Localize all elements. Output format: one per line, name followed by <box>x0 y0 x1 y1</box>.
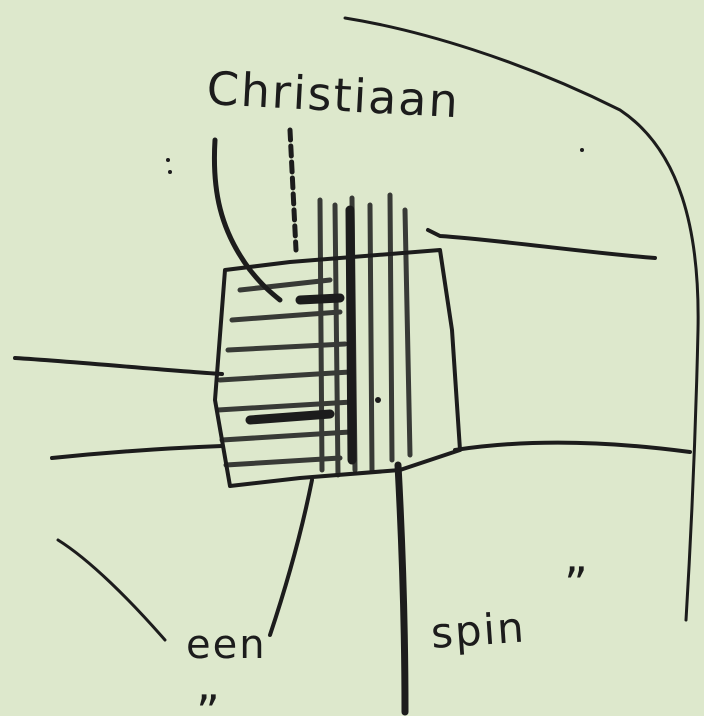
caption-quote-close: ” <box>564 557 590 611</box>
caption-word-een: een <box>186 622 267 668</box>
caption-word-spin: spin <box>429 602 527 657</box>
